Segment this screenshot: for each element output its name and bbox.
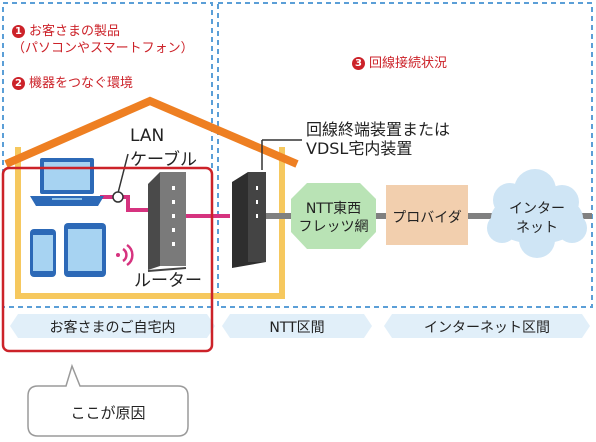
home-section-label: お客さまのご自宅内: [49, 320, 176, 336]
legend-item-3: 3 回線接続状況: [352, 52, 447, 71]
internet-label-line1: インター: [509, 201, 565, 217]
lan-pointer-dot: [112, 191, 124, 203]
wifi-icon: [116, 243, 134, 267]
router-label: ルーター: [134, 271, 202, 291]
home-highlight-box: [1, 166, 214, 353]
provider-label: プロバイダ: [392, 210, 462, 226]
home-section-band: [10, 314, 215, 338]
router-icon: [148, 172, 186, 270]
legend-item-2: 2 機器をつなぐ環境: [12, 72, 133, 91]
provider-box: [386, 185, 468, 245]
room-outline: [15, 147, 285, 299]
legend-item-2-label: 機器をつなぐ環境: [29, 76, 134, 91]
internet-section-label: インターネット区間: [424, 320, 550, 336]
ntt-section-band: [222, 314, 372, 338]
lan-cable-label-line2: ケーブル: [130, 150, 197, 170]
callout-bubble: [27, 363, 189, 437]
user-region-box: [2, 2, 213, 308]
onu-device-icon: [232, 172, 266, 268]
legend-item-1-sublabel: （パソコンやスマートフォン）: [12, 41, 194, 56]
house-roof: [4, 96, 299, 168]
tablet-icon: [64, 223, 106, 277]
lan-cable: [100, 195, 150, 212]
internet-cloud-icon: [487, 169, 587, 258]
onu-label-line2: VDSL宅内装置: [306, 139, 413, 158]
lan-cable-label-line1: LAN: [130, 126, 165, 146]
line-region-box: [217, 2, 593, 308]
smartphone-icon: [30, 229, 56, 277]
laptop-icon: [30, 158, 104, 206]
ntt-network-shape: [291, 183, 376, 249]
legend-number-3: 3: [352, 57, 365, 70]
legend-number-2: 2: [12, 77, 25, 90]
internet-section-band: [384, 314, 590, 338]
router-base: [147, 267, 187, 272]
legend-number-1: 1: [12, 25, 25, 38]
legend-item-3-label: 回線接続状況: [369, 56, 448, 71]
internet-label-line2: ネット: [516, 220, 558, 236]
onu-label-line1: 回線終端装置または: [306, 120, 451, 139]
ntt-section-label: NTT区間: [269, 320, 325, 336]
lan-pointer-line: [117, 153, 129, 194]
callout-text: ここが原因: [70, 404, 146, 422]
legend-item-1-label: お客さまの製品: [29, 24, 121, 39]
ntt-network-label-line2: フレッツ網: [298, 219, 369, 235]
ntt-network-label-line1: NTT東西: [305, 201, 362, 217]
legend-item-1: 1 お客さまの製品: [12, 20, 120, 39]
